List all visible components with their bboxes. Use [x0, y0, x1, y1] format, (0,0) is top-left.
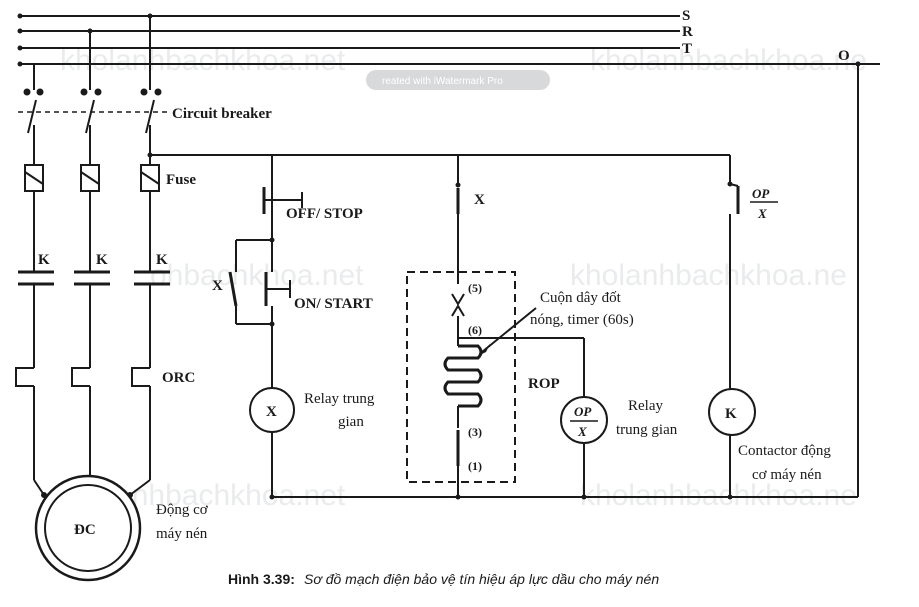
phase-label-o: O [838, 48, 850, 64]
rop-description: trung gian [616, 422, 678, 438]
contactor-description: cơ máy nén [752, 467, 822, 483]
fuse-group: Fuse [24, 164, 196, 192]
watermark-text: ohbachkhoa.net [150, 259, 364, 292]
contact-label-k: K [96, 252, 108, 268]
junction-dot [17, 28, 23, 34]
stop-button-label: OFF/ STOP [286, 206, 363, 222]
heater-description: Cuộn dây đốt [540, 290, 622, 306]
watermark-pill-text: reated with iWatermark Pro [382, 76, 503, 87]
motor-label: ĐC [74, 522, 96, 538]
circuit-breaker: Circuit breaker [18, 88, 272, 134]
contact-label-k: K [156, 252, 168, 268]
compressor-motor: ĐC [34, 474, 142, 582]
phase-buses: S R T O [17, 8, 880, 67]
heater-coil [443, 344, 483, 408]
terminal-5: (5) [468, 281, 482, 295]
terminal-3: (3) [468, 425, 482, 439]
figure-caption: Hình 3.39: Sơ đồ mạch điện bảo vệ tín hi… [228, 571, 659, 587]
heater-description: nóng, timer (60s) [530, 312, 634, 328]
rop-description: Relay [628, 398, 663, 414]
branch-rop: ROP OP X Relay trung gian [528, 338, 678, 500]
watermark-text: kholanhbachkhoa.net [60, 44, 346, 77]
watermark-pill [366, 70, 550, 90]
op-contact-x: X [757, 206, 767, 221]
control-circuit: OFF/ STOP X ON/ START X Relay trung gian [147, 64, 859, 500]
junction-dot [17, 13, 23, 19]
contactor-main-contacts: K K K [18, 252, 170, 286]
holding-contact-label: X [212, 278, 223, 294]
caption-text: Sơ đồ mạch điện bảo vệ tín hiệu áp lực d… [304, 571, 659, 587]
terminal-1: (1) [468, 459, 482, 473]
junction-dot [17, 45, 23, 51]
motor-description: Động cơ [156, 502, 209, 518]
contactor-k-label: K [725, 406, 737, 422]
timer-box [406, 271, 516, 483]
junction-dot [17, 61, 23, 67]
motor-description: máy nén [156, 526, 208, 542]
contact-label-k: K [38, 252, 50, 268]
branch-start-stop: OFF/ STOP X ON/ START X Relay trung gian [212, 155, 375, 500]
circuit-breaker-label: Circuit breaker [172, 106, 272, 122]
phase-label-s: S [682, 8, 690, 24]
overload-relay: ORC [15, 367, 195, 387]
op-contact-op: OP [752, 186, 770, 201]
relay-x-contact-label: X [474, 192, 485, 208]
relay-x-description: gian [338, 414, 364, 430]
branch-timer: X (5) (6) (3) (1) Cuộn dây đốt nóng, tim… [406, 155, 634, 500]
contactor-k-coil [708, 388, 756, 436]
phase-label-r: R [682, 24, 693, 40]
start-button-label: ON/ START [294, 296, 373, 312]
contactor-description: Contactor động [738, 443, 831, 459]
phase-label-t: T [682, 41, 692, 57]
rop-label: ROP [528, 376, 560, 392]
power-circuit: Circuit breaker Fuse K K K [15, 13, 272, 582]
watermark-text: kholanhbachkhoa.ne [590, 44, 867, 77]
orc-label: ORC [162, 370, 195, 386]
branch-contactor: OP X K Contactor động cơ máy nén [708, 155, 831, 500]
rop-x: X [577, 424, 587, 439]
watermark-text: kholanhbachkhoa.ne [580, 479, 857, 512]
caption-number: Hình 3.39: [228, 571, 295, 587]
rop-op: OP [574, 404, 592, 419]
watermark-text: kholanhbachkhoa.ne [570, 259, 847, 292]
fuse-label: Fuse [166, 172, 196, 188]
relay-x-description: Relay trung [304, 391, 375, 407]
relay-x-label: X [266, 404, 277, 420]
terminal-6: (6) [468, 323, 482, 337]
